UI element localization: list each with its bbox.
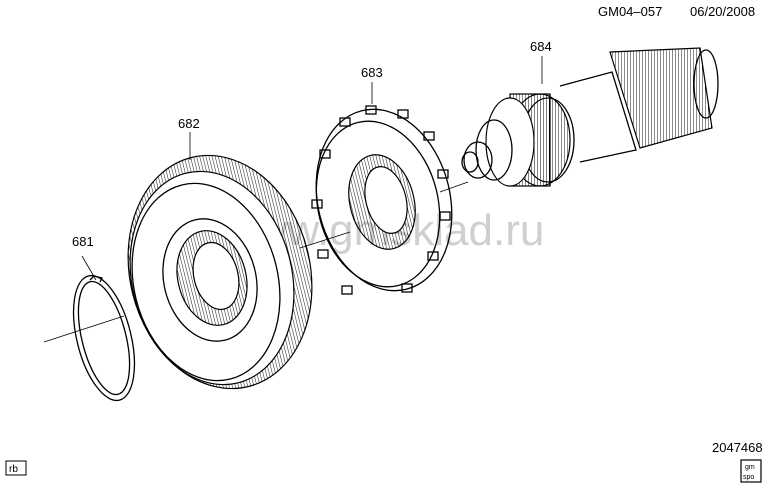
logo-top: gm bbox=[745, 464, 755, 471]
initials: rb bbox=[9, 464, 18, 475]
ring-683 bbox=[311, 82, 453, 295]
shaft-684 bbox=[461, 47, 719, 187]
logo-bottom: spo bbox=[743, 474, 754, 481]
diagram-number: 2047468 bbox=[712, 440, 763, 455]
initials-box: rb bbox=[5, 460, 27, 476]
label-683: 683 bbox=[361, 65, 383, 80]
gm-spo-logo: gm spo bbox=[740, 459, 762, 483]
label-684: 684 bbox=[530, 39, 552, 54]
snap-ring-681 bbox=[72, 255, 136, 402]
header-date: 06/20/2008 bbox=[690, 4, 755, 19]
gear-682 bbox=[127, 132, 313, 390]
label-681: 681 bbox=[72, 234, 94, 249]
leader-681 bbox=[81, 255, 97, 281]
header-code: GM04–057 bbox=[598, 4, 662, 19]
label-682: 682 bbox=[178, 116, 200, 131]
